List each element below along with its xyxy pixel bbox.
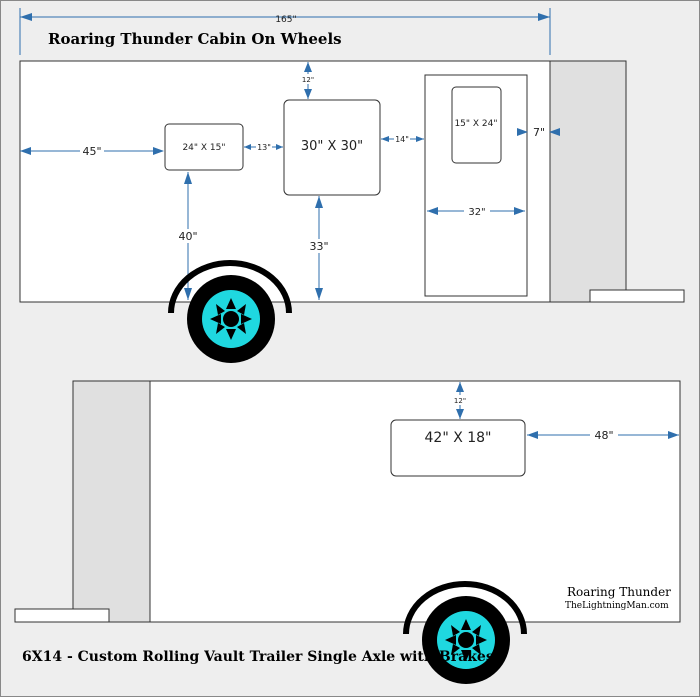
dim-window-to-door: 14" <box>381 133 424 144</box>
dim-window2-height: 33" <box>307 196 331 300</box>
trailer-tongue-bottom <box>14 608 110 623</box>
svg-text:12": 12" <box>302 76 314 84</box>
trailer-tongue-top <box>589 289 685 303</box>
svg-text:33": 33" <box>309 240 328 253</box>
trailer-front-panel-top <box>549 60 627 303</box>
dim-bottom-right-margin: 48" <box>527 428 679 442</box>
window-42x18 <box>390 419 526 477</box>
fender-bottom <box>403 581 527 635</box>
footer-caption: 6X14 - Custom Rolling Vault Trailer Sing… <box>22 649 494 665</box>
svg-text:7": 7" <box>533 126 545 139</box>
window-30x30 <box>283 99 381 196</box>
window-30x30-label: 30" X 30" <box>301 139 363 154</box>
overall-length-dimension: 165" <box>19 8 551 55</box>
svg-text:40": 40" <box>178 230 197 243</box>
wheel-top <box>168 260 292 363</box>
svg-text:48": 48" <box>594 429 613 442</box>
trailer-front-panel-bottom <box>72 380 151 623</box>
overall-length-label: 165" <box>275 15 296 25</box>
dim-left-margin: 45" <box>20 144 164 158</box>
window-42x18-label: 42" X 18" <box>425 430 492 446</box>
fender-top <box>168 260 292 314</box>
dim-door-width: 32" <box>427 205 525 218</box>
svg-text:32": 32" <box>468 207 485 218</box>
svg-text:13": 13" <box>257 143 271 152</box>
dim-bottom-window-top: 12" <box>452 382 468 419</box>
svg-text:12": 12" <box>454 397 466 405</box>
dim-door-to-edge: 7" <box>517 125 560 139</box>
door-window <box>451 86 502 164</box>
credit-line1: Roaring Thunder <box>567 585 671 599</box>
window-24x15-label: 24" X 15" <box>182 143 225 153</box>
dim-window1-height: 40" <box>176 172 200 300</box>
window-24x15 <box>164 123 244 171</box>
dim-window-gap: 13" <box>244 141 283 152</box>
credit-line2: TheLightningMan.com <box>565 601 669 611</box>
svg-text:45": 45" <box>82 145 101 158</box>
diagram-title: Roaring Thunder Cabin On Wheels <box>48 30 342 48</box>
dim-window2-top: 12" <box>300 62 316 99</box>
svg-text:14": 14" <box>395 135 409 144</box>
wheel-bottom <box>403 581 527 684</box>
door-window-label: 15" X 24" <box>454 119 497 129</box>
